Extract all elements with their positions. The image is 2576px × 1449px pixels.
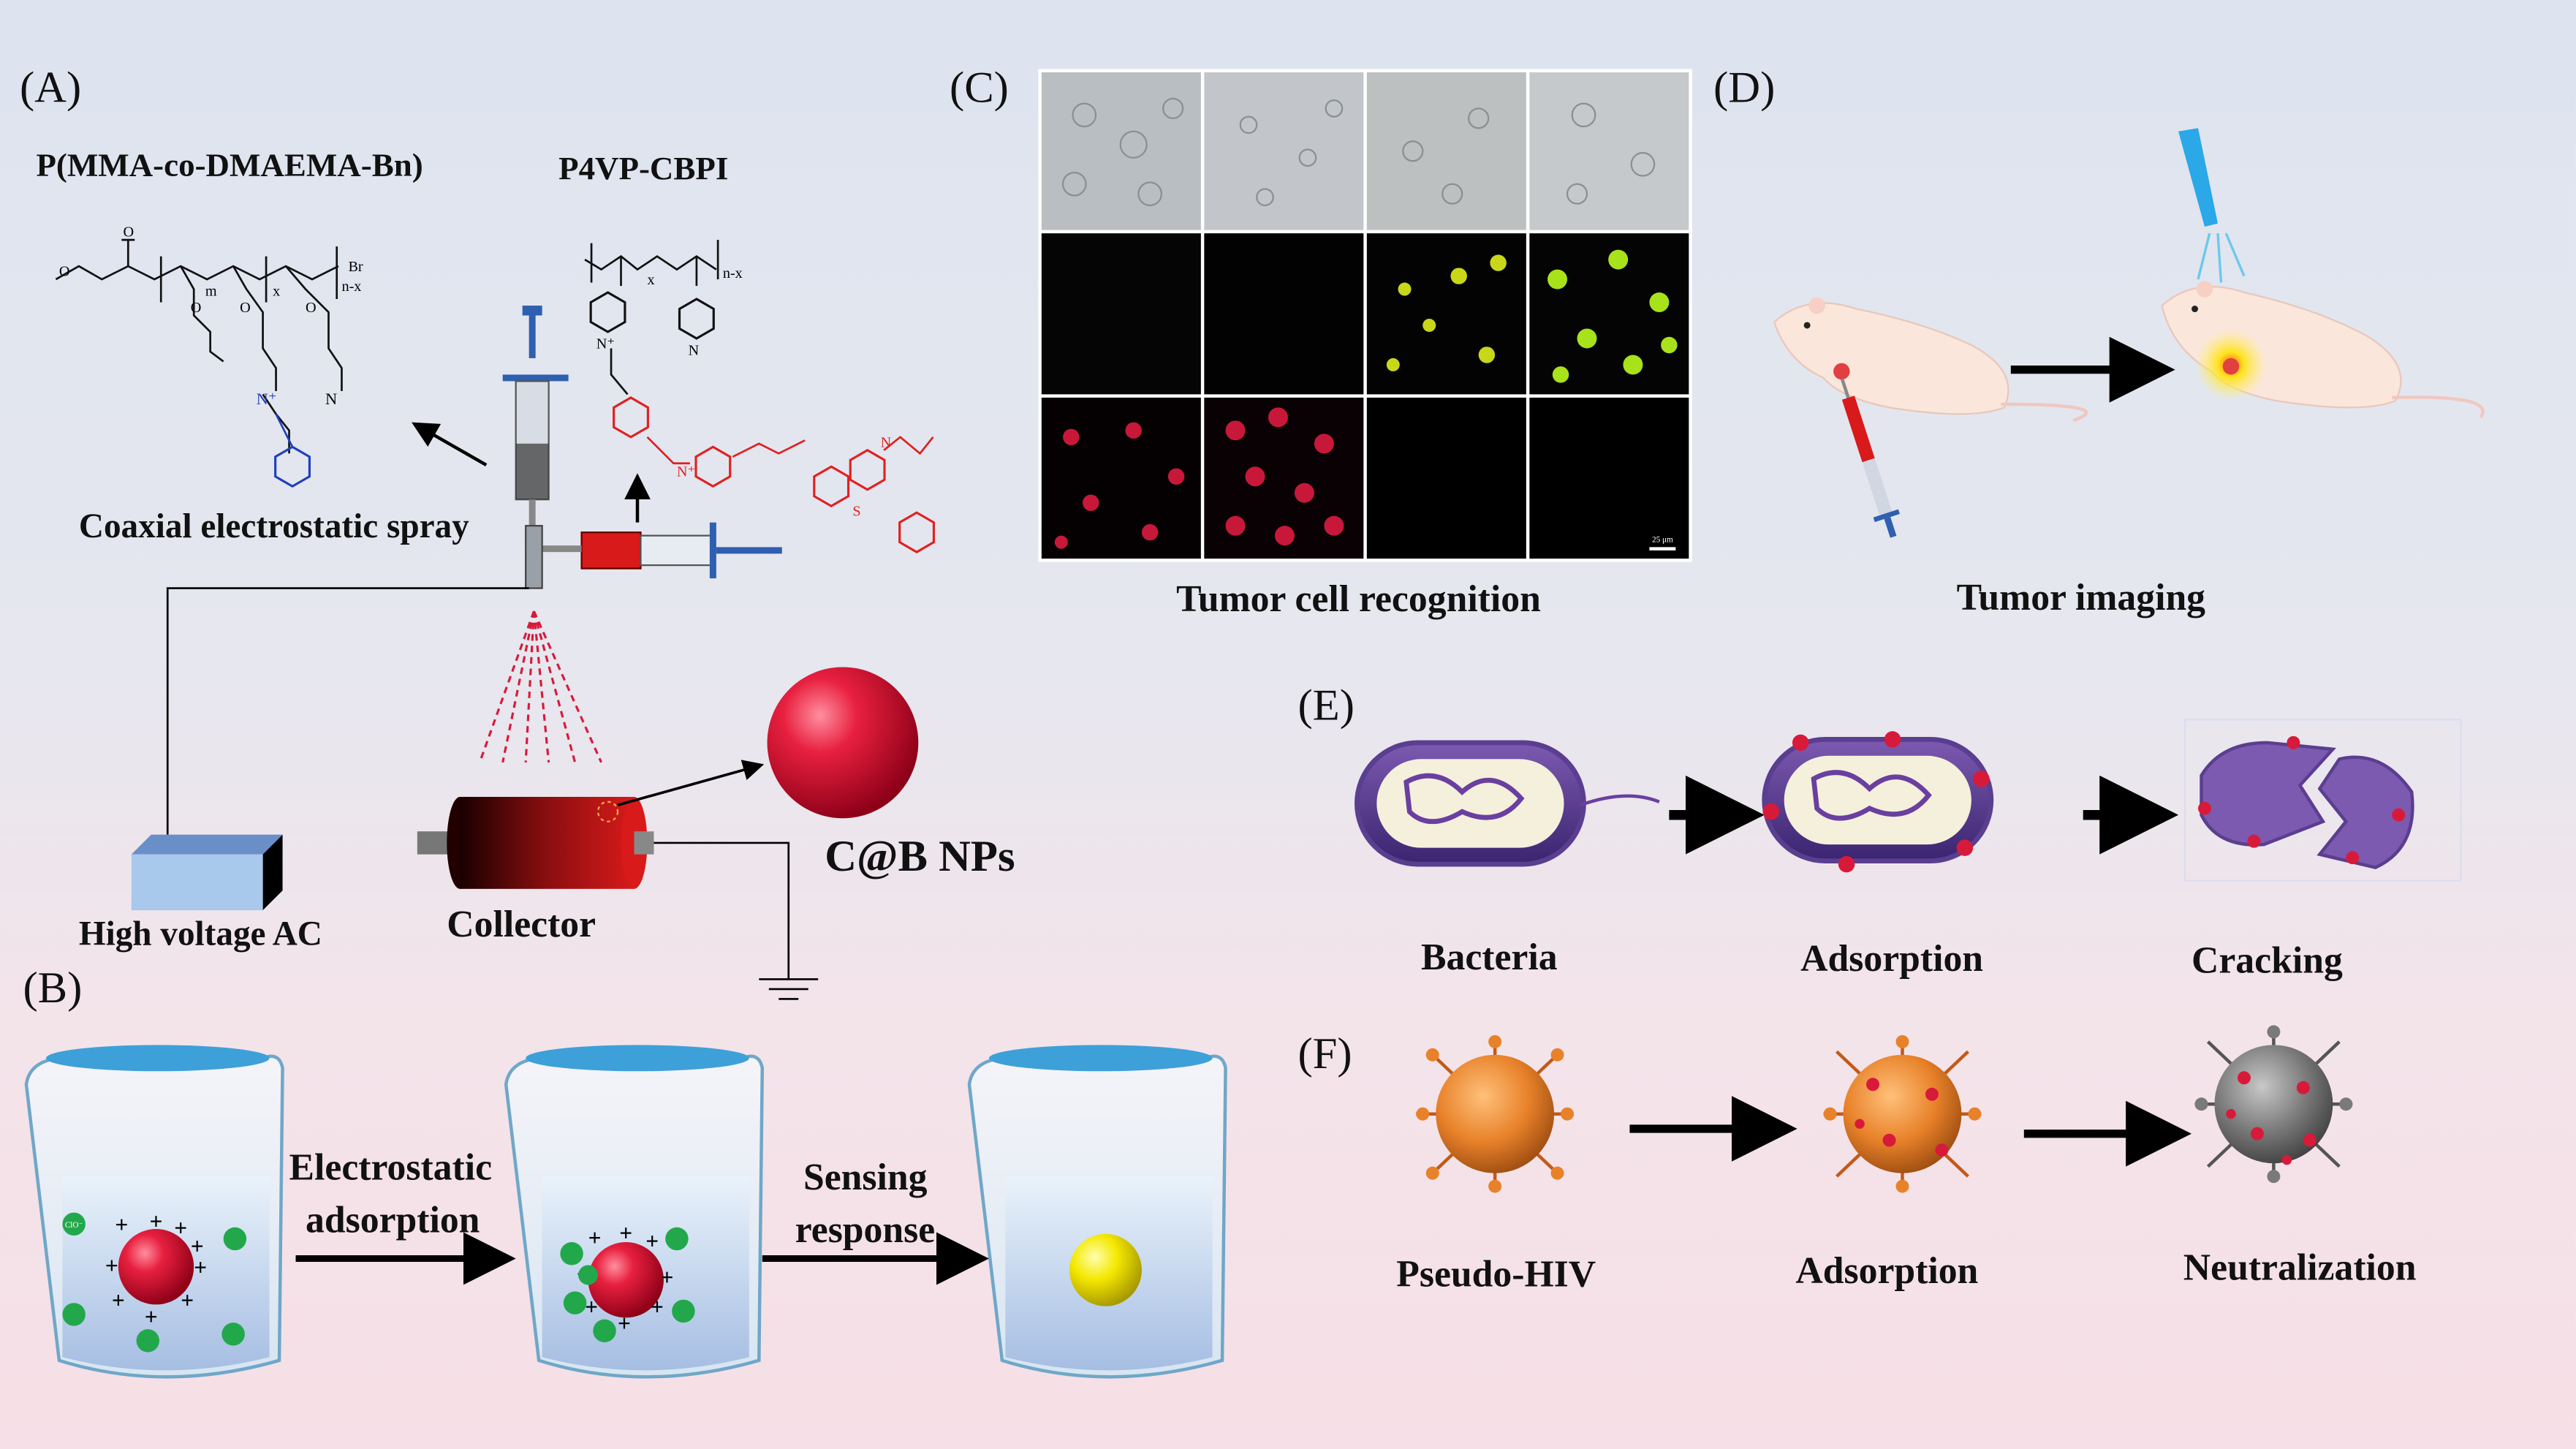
sensed-particle — [1069, 1233, 1142, 1306]
cb-nanoparticle — [767, 667, 919, 819]
svg-text:+: + — [618, 1310, 631, 1336]
probe-n-plus: N⁺ — [677, 464, 695, 480]
svg-text:O: O — [124, 224, 135, 241]
subscript-nx1: n-x — [341, 279, 361, 295]
svg-text:+: + — [194, 1255, 207, 1280]
collector-cylinder — [417, 796, 654, 889]
svg-text:+: + — [651, 1294, 664, 1320]
svg-text:+: + — [588, 1225, 602, 1251]
pseudo-hiv-label: Pseudo-HIV — [1396, 1253, 1596, 1295]
svg-text:+: + — [660, 1264, 673, 1290]
panel-label-b: (B) — [23, 962, 83, 1013]
bacterium-1 — [1354, 740, 1660, 867]
bromide-label: Br — [348, 259, 363, 275]
polymer1-structure — [55, 238, 343, 454]
step2-line1: Sensing — [803, 1157, 928, 1198]
subscript-x2: x — [647, 272, 654, 288]
subscript-m: m — [205, 284, 217, 300]
horizontal-syringe — [542, 522, 782, 579]
benzyl-ring — [274, 445, 311, 488]
panel-label-c: (C) — [949, 62, 1009, 112]
pyridine-n: N — [689, 342, 700, 358]
polymer2-structure — [584, 240, 719, 287]
svg-text:+: + — [112, 1287, 125, 1313]
svg-text:+: + — [191, 1233, 204, 1259]
tumor-imaging-caption: Tumor imaging — [1956, 576, 2206, 618]
injection-syringe — [1840, 378, 1900, 538]
hv-wire — [166, 587, 529, 835]
microscopy-grid — [1038, 69, 1692, 562]
polymer2-name: P4VP-CBPI — [558, 151, 729, 188]
beaker-1 — [24, 1045, 284, 1379]
excitation-lamp — [2178, 128, 2246, 283]
quat-nitrogen: N⁺ — [257, 390, 277, 408]
virus-neutralized — [2194, 1025, 2353, 1184]
virus-adsorption-label: Adsorption — [1795, 1250, 1979, 1292]
svg-text:+: + — [174, 1215, 187, 1241]
svg-text:O: O — [59, 264, 70, 280]
high-voltage-box — [131, 834, 283, 911]
svg-text:O: O — [306, 300, 317, 316]
coaxial-nozzle — [525, 525, 543, 589]
svg-text:+: + — [115, 1212, 128, 1238]
svg-text:+: + — [150, 1208, 163, 1234]
scale-bar-label: 25 μm — [1652, 536, 1673, 545]
ion-text: ClO⁻ — [65, 1221, 83, 1230]
svg-text:+: + — [619, 1220, 632, 1246]
spray-cone — [478, 610, 602, 763]
vertical-syringe — [502, 306, 569, 549]
tertiary-nitrogen: N — [325, 390, 337, 408]
mouse-before — [1773, 297, 2088, 423]
subscript-x1: x — [273, 284, 280, 300]
cell-recognition-caption: Tumor cell recognition — [1176, 578, 1541, 620]
virus-adsorbed — [1823, 1034, 1982, 1193]
panel-label-e: (E) — [1298, 680, 1355, 730]
svg-text:+: + — [645, 1228, 659, 1254]
panel-label-a: (A) — [19, 62, 82, 112]
svg-text:+: + — [181, 1287, 194, 1313]
probe-n: N — [881, 434, 892, 450]
panel-label-d: (D) — [1713, 62, 1776, 112]
svg-text:+: + — [105, 1253, 118, 1279]
power-supply-label: High voltage AC — [78, 913, 322, 953]
step2-line2: response — [795, 1209, 936, 1251]
hypochlorite-ions — [62, 1212, 695, 1352]
cracking-label: Cracking — [2192, 939, 2343, 981]
polymer1-name: P(MMA-co-DMAEMA-Bn) — [36, 148, 423, 184]
spray-label: Coaxial electrostatic spray — [78, 506, 469, 546]
neutralization-label: Neutralization — [2183, 1246, 2417, 1288]
svg-text:O: O — [240, 300, 251, 316]
product-label: C@B NPs — [825, 831, 1015, 881]
bacterium-cracked — [2183, 719, 2462, 882]
probe-s: S — [852, 504, 860, 520]
svg-text:+: + — [145, 1304, 158, 1329]
beaker-2 — [504, 1045, 765, 1379]
bacterium-2 — [1762, 731, 1994, 873]
panel-label-f: (F) — [1298, 1028, 1352, 1078]
svg-text:O: O — [191, 300, 202, 316]
step1-line2: adsorption — [306, 1199, 480, 1241]
pyridinium-n: N⁺ — [596, 336, 615, 352]
bacteria-adsorption-label: Adsorption — [1800, 938, 1984, 980]
cbpi-probe — [613, 396, 935, 553]
beaker-3 — [967, 1045, 1227, 1379]
ground-symbol — [759, 978, 819, 1000]
svg-text:+: + — [585, 1294, 598, 1320]
subscript-nx2: n-x — [723, 265, 743, 281]
mouse-after — [2161, 281, 2485, 419]
step1-line1: Electrostatic — [289, 1146, 493, 1188]
virus-pseudo-hiv — [1416, 1034, 1575, 1193]
bacteria-label: Bacteria — [1421, 937, 1558, 978]
collector-label: Collector — [447, 904, 596, 945]
